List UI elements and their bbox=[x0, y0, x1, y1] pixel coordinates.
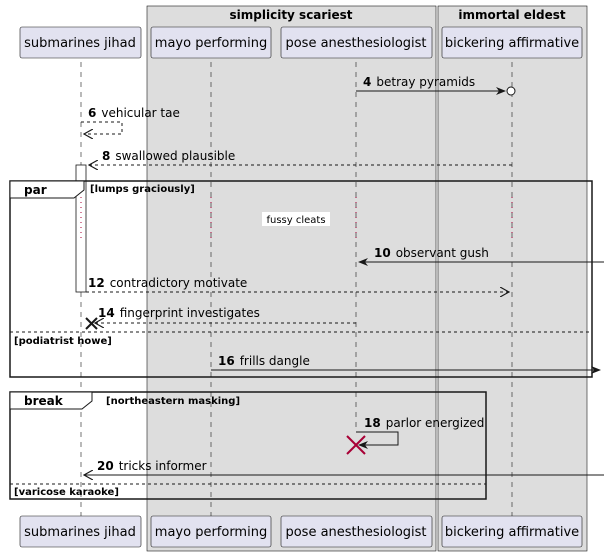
participant-mayo-performing-top[interactable]: mayo performing bbox=[150, 26, 272, 59]
participant-label: bickering affirmative bbox=[445, 525, 579, 540]
participant-label: submarines jihad bbox=[24, 36, 136, 51]
lifelines bbox=[80, 62, 513, 516]
participant-mayo-performing-bottom[interactable]: mayo performing bbox=[150, 515, 272, 548]
participant-label: pose anesthesiologist bbox=[285, 525, 426, 540]
fragment-else-condition: [varicose karaoke] bbox=[14, 487, 119, 498]
box-title: immortal eldest bbox=[458, 8, 566, 22]
fragment-keyword: par bbox=[24, 183, 47, 197]
fragment-condition: [lumps graciously] bbox=[90, 184, 195, 195]
fragment-else-condition: [podiatrist howe] bbox=[14, 336, 112, 347]
participant-bickering-affirmative-bottom[interactable]: bickering affirmative bbox=[441, 515, 583, 548]
participant-bickering-affirmative-top[interactable]: bickering affirmative bbox=[441, 26, 583, 59]
activation-bar bbox=[75, 164, 87, 293]
box-immortal-eldest: immortal eldest bbox=[437, 5, 588, 552]
box-simplicity-scariest: simplicity scariest bbox=[146, 5, 437, 552]
participant-submarines-jihad-top[interactable]: submarines jihad bbox=[19, 26, 142, 59]
box-title: simplicity scariest bbox=[230, 8, 353, 22]
participant-label: bickering affirmative bbox=[445, 36, 579, 51]
participant-pose-anesthesiologist-bottom[interactable]: pose anesthesiologist bbox=[280, 515, 433, 548]
divider-fussy-cleats: fussy cleats bbox=[80, 197, 513, 240]
participant-label: mayo performing bbox=[155, 36, 267, 51]
participant-pose-anesthesiologist-top[interactable]: pose anesthesiologist bbox=[280, 26, 433, 59]
destroy-icon bbox=[346, 435, 366, 455]
participant-label: mayo performing bbox=[155, 525, 267, 540]
participant-submarines-jihad-bottom[interactable]: submarines jihad bbox=[19, 515, 142, 548]
fragment-condition: [northeastern masking] bbox=[106, 396, 240, 407]
divider-text: fussy cleats bbox=[266, 215, 325, 226]
destroy-icon bbox=[85, 317, 98, 330]
participant-label: pose anesthesiologist bbox=[285, 36, 426, 51]
participant-label: submarines jihad bbox=[24, 525, 136, 540]
fragment-keyword: break bbox=[24, 394, 64, 408]
